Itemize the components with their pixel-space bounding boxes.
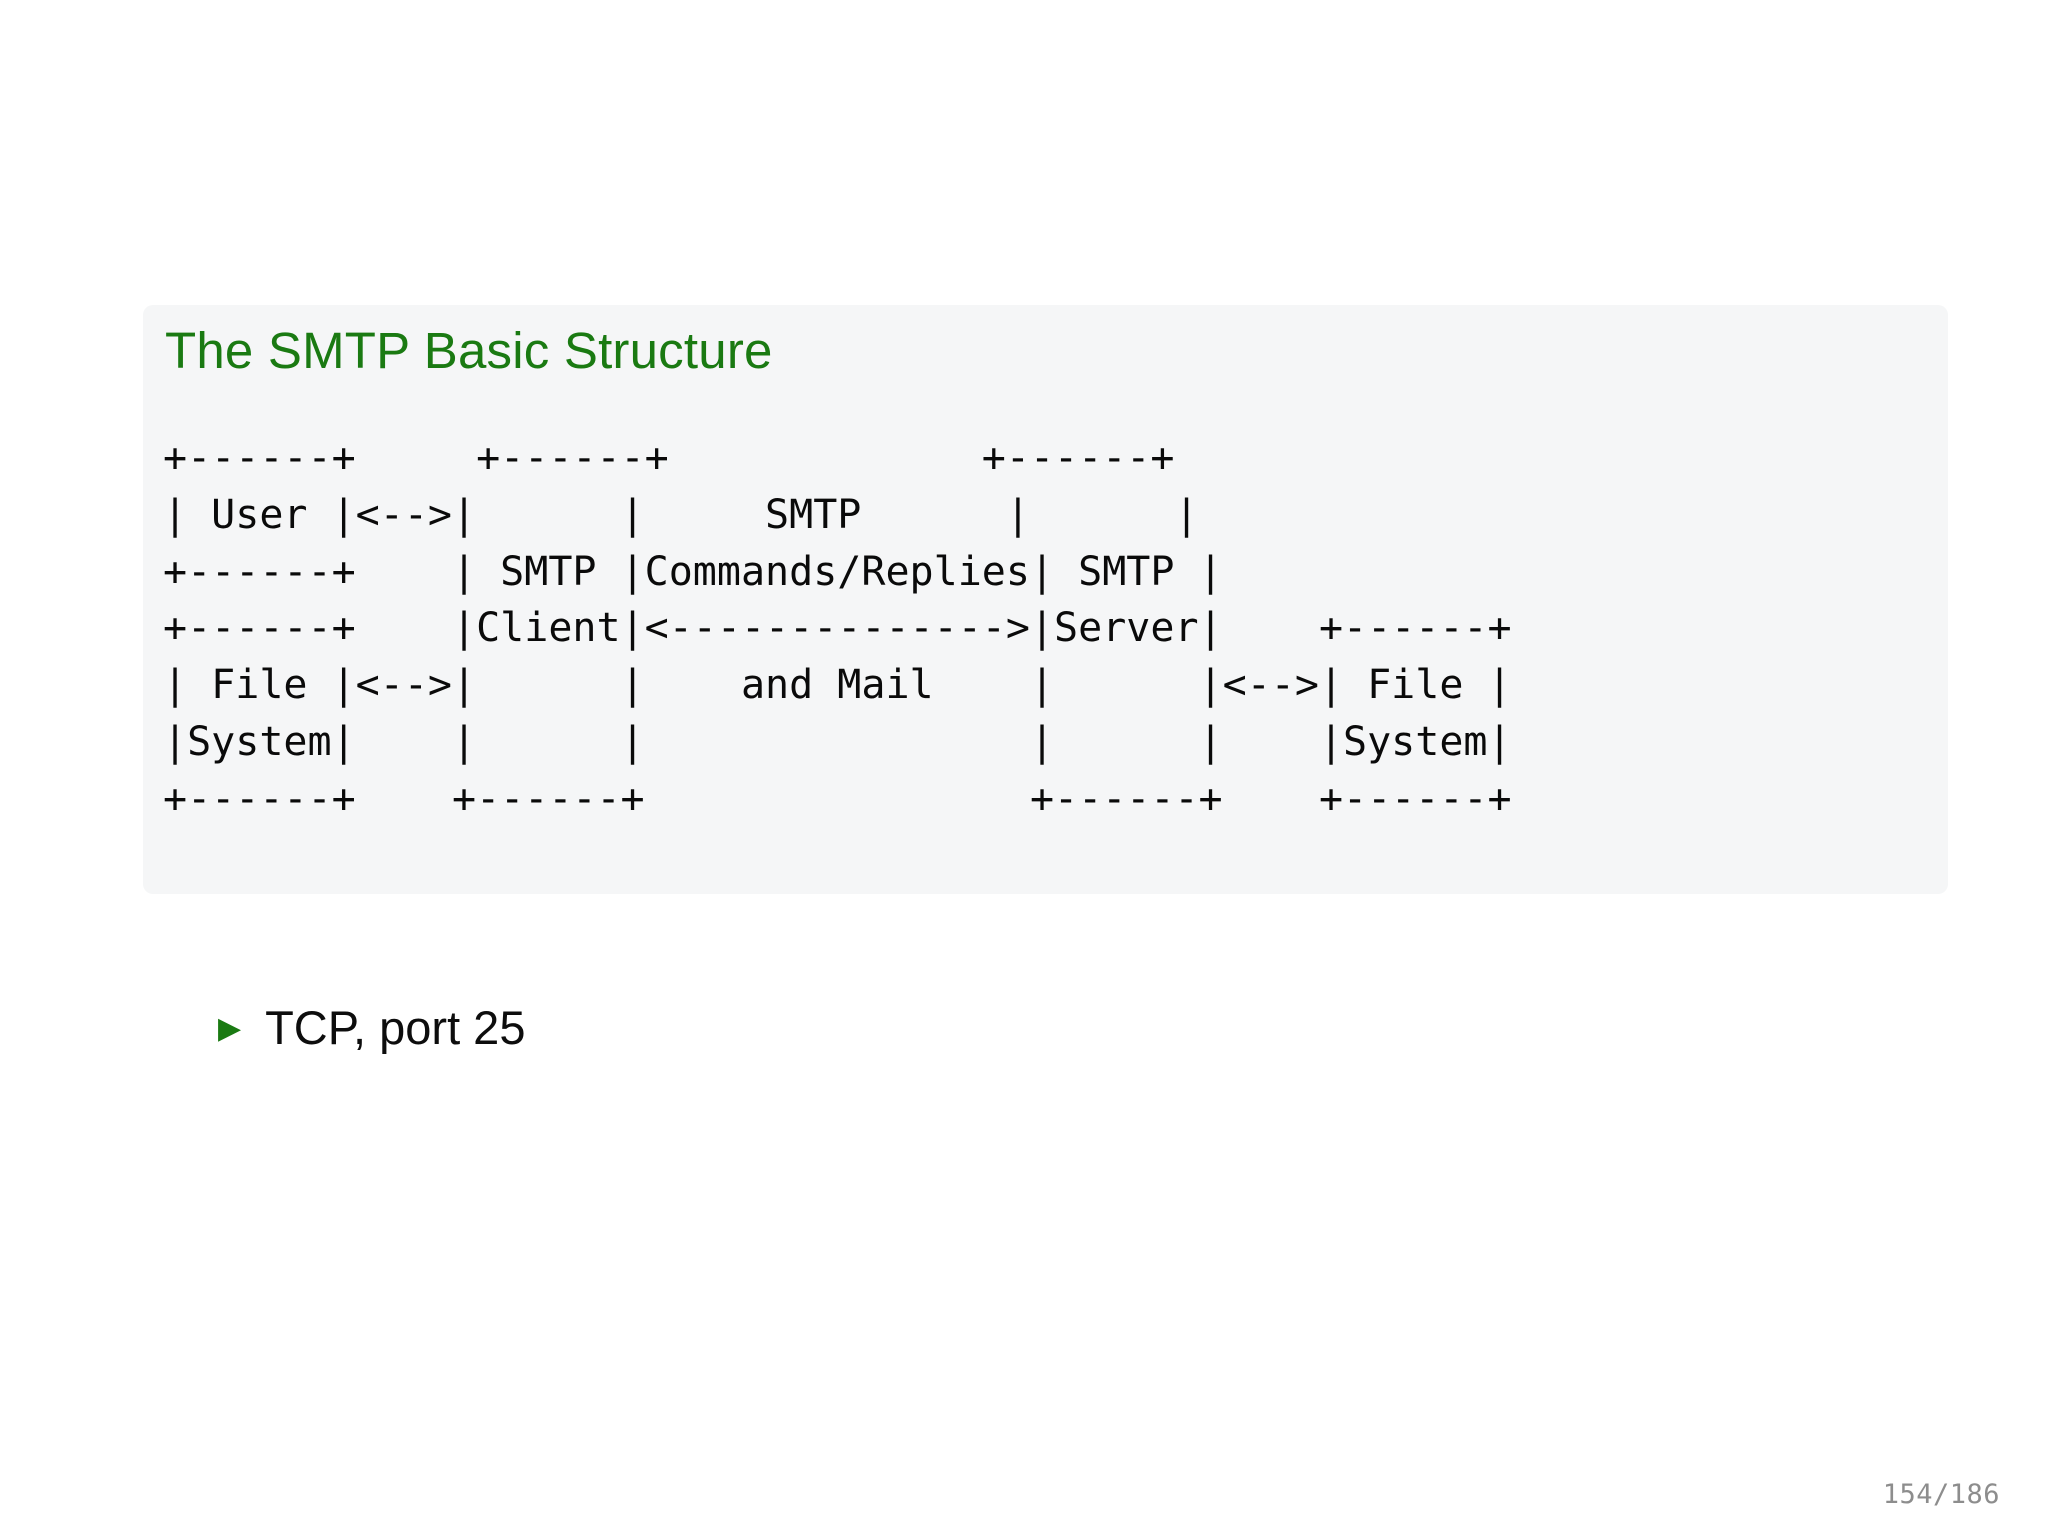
page-number: 154/186 [1882,1479,2000,1510]
bullet-list: ▶ TCP, port 25 [143,1000,1843,1056]
block-title: The SMTP Basic Structure [165,322,773,379]
triangle-bullet-icon: ▶ [218,1012,242,1045]
list-item: ▶ TCP, port 25 [143,1000,1843,1056]
bullet-item-label: TCP, port 25 [265,1001,526,1054]
smtp-structure-block: The SMTP Basic Structure +------+ +-----… [143,305,1948,894]
ascii-diagram: +------+ +------+ +------+ | User |<-->|… [163,435,1512,822]
